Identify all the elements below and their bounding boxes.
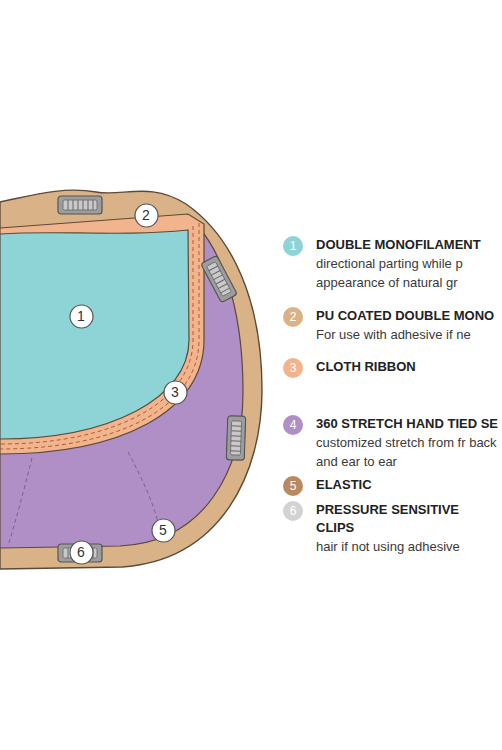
clip-symbol (201, 255, 238, 302)
cloth-ribbon (0, 214, 204, 454)
callout-number: 1 (77, 308, 85, 324)
legend-swatch: 1 (283, 236, 303, 256)
legend-entry: 3 CLOTH RIBBON (283, 358, 499, 376)
legend-text-block: ELASTIC (316, 476, 499, 494)
seam-line (128, 452, 158, 522)
callout-number: 5 (159, 522, 167, 538)
legend-number: 4 (283, 415, 303, 435)
ribbon-stitch (0, 226, 193, 444)
legend-number: 3 (283, 358, 303, 378)
legend-heading: DOUBLE MONOFILAMENT (316, 236, 499, 254)
legend-number: 1 (283, 236, 303, 256)
clip-symbol (58, 196, 102, 214)
callout-circle-shape (135, 204, 158, 227)
legend-text-block: DOUBLE MONOFILAMENTdirectional parting w… (316, 236, 499, 292)
legend-swatch: 4 (283, 415, 303, 435)
callout-circle: 5 (151, 518, 176, 543)
legend-heading: PRESSURE SENSITIVE CLIPS (316, 501, 499, 537)
callout-circle: 3 (163, 380, 188, 405)
seam-line (8, 458, 32, 546)
legend-text-block: PU COATED DOUBLE MONOFor use with adhesi… (316, 307, 499, 344)
legend-text-block: PRESSURE SENSITIVE CLIPShair if not usin… (316, 501, 499, 556)
monofilament-top (0, 230, 189, 439)
callout-circle-shape (70, 305, 93, 328)
legend-number: 5 (283, 476, 303, 496)
stretch-section (0, 226, 243, 548)
legend-description: directional parting while p appearance o… (316, 254, 499, 292)
legend-heading: 360 STRETCH HAND TIED SE (316, 415, 499, 433)
legend-entry: 4 360 STRETCH HAND TIED SEcustomized stre… (283, 415, 499, 471)
legend-entry: 6 PRESSURE SENSITIVE CLIPShair if not usi… (283, 501, 499, 556)
legend-description: customized stretch from fr back and ear … (316, 433, 499, 471)
callout-circle-shape (152, 519, 175, 542)
legend-entry: 2 PU COATED DOUBLE MONOFor use with adhes… (283, 307, 499, 344)
callout-circle-shape (70, 541, 93, 564)
callout-number: 2 (142, 207, 150, 223)
legend-heading: ELASTIC (316, 476, 499, 494)
callout-circle: 1 (69, 304, 94, 329)
legend-swatch: 3 (283, 358, 303, 378)
legend-text-block: 360 STRETCH HAND TIED SEcustomized stret… (316, 415, 499, 471)
legend-entry: 5 ELASTIC (283, 476, 499, 494)
legend-swatch: 2 (283, 307, 303, 327)
ribbon-stitch (0, 223, 199, 449)
legend-swatch: 5 (283, 476, 303, 496)
legend-number: 2 (283, 307, 303, 327)
legend-description: For use with adhesive if ne (316, 325, 499, 344)
legend-number: 6 (283, 501, 303, 521)
legend-text-block: CLOTH RIBBON (316, 358, 499, 376)
callout-number: 3 (171, 384, 179, 400)
legend-description: hair if not using adhesive (316, 537, 499, 556)
callout-circle: 2 (134, 203, 159, 228)
clip-symbol (226, 416, 246, 461)
legend-heading: PU COATED DOUBLE MONO (316, 307, 499, 325)
callout-number: 6 (77, 544, 85, 560)
legend-swatch: 6 (283, 501, 303, 521)
elastic-border (0, 190, 262, 569)
legend-entry: 1 DOUBLE MONOFILAMENTdirectional parting … (283, 236, 499, 292)
callout-circle: 6 (69, 540, 94, 565)
legend-heading: CLOTH RIBBON (316, 358, 499, 376)
callout-circle-shape (164, 381, 187, 404)
clip-symbol (58, 544, 102, 562)
